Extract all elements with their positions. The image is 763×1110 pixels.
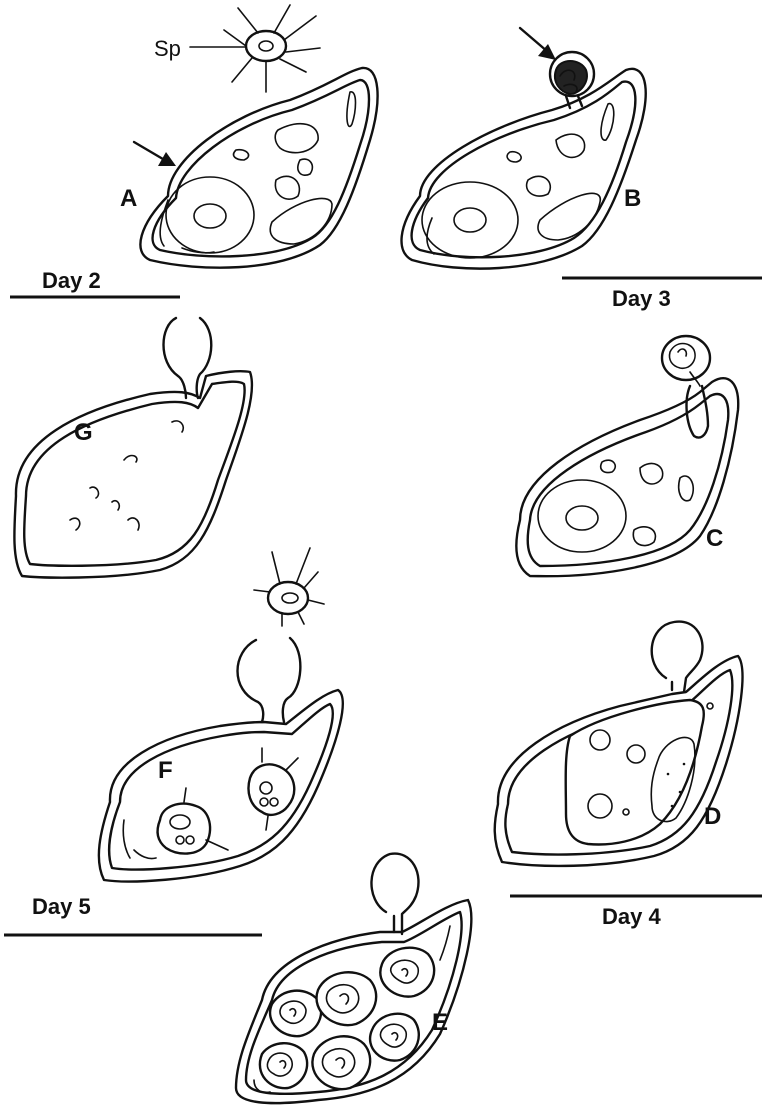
panel-c: C [516, 336, 738, 576]
panel-e: E [236, 854, 471, 1104]
arrow-b [520, 28, 556, 60]
encysted-zoospore-b [550, 52, 594, 108]
zoospore-mass-e-2 [270, 991, 321, 1037]
nucleus-b [422, 182, 518, 258]
zoospore-f-1 [158, 788, 228, 854]
panel-label-e: E [432, 1009, 448, 1036]
discharge-vesicle-f [238, 638, 301, 722]
panel-g: G [14, 318, 252, 578]
day-5-label: Day 5 [32, 894, 91, 919]
nucleus-c [538, 480, 626, 552]
zoospore-f [254, 548, 324, 626]
cell-b-outer-wall [402, 69, 646, 269]
cell-b-inner-wall [412, 82, 636, 258]
panel-label-b: B [624, 185, 641, 212]
nucleolus-c [566, 506, 598, 530]
panel-label-g: G [74, 419, 93, 446]
panel-label-c: C [706, 525, 723, 552]
nucleus-a [166, 177, 254, 253]
day-2-label: Day 2 [42, 268, 101, 293]
cell-a-outer-wall [140, 68, 377, 268]
nucleolus-a [194, 204, 226, 228]
panel-d: D [495, 622, 743, 866]
discharge-vesicle-e [371, 854, 418, 934]
panel-f: F [99, 548, 343, 881]
cell-f-inner-wall [109, 704, 333, 870]
cell-g-outer-wall [14, 371, 252, 577]
panel-label-d: D [704, 803, 721, 830]
arrow-a [134, 142, 176, 166]
panel-label-f: F [158, 757, 173, 784]
cell-c-inner-wall [528, 394, 729, 566]
nucleolus-b [454, 208, 486, 232]
cell-a-inner-wall [153, 80, 369, 256]
day-4-label: Day 4 [602, 904, 661, 929]
zoospore-mass-e-5 [370, 1014, 419, 1061]
panel-b: B [402, 28, 646, 269]
cell-f-outer-wall [99, 690, 343, 881]
cell-c-outer-wall [516, 378, 738, 576]
discharge-vesicle-d [652, 622, 703, 692]
sp-label: Sp [154, 36, 181, 61]
zoospore-mass-e-6 [380, 948, 434, 997]
day-3-label: Day 3 [612, 286, 671, 311]
zoospore-mass-e-1 [260, 1043, 307, 1088]
protoplast-d [566, 700, 704, 844]
panel-a: A Sp [120, 5, 378, 268]
zoospore-mass-e-4 [317, 972, 377, 1025]
cell-g-inner-wall [24, 382, 244, 566]
zoospore-sp [190, 5, 320, 92]
zoospore-mass-e-3 [312, 1036, 370, 1089]
panel-label-a: A [120, 185, 137, 212]
